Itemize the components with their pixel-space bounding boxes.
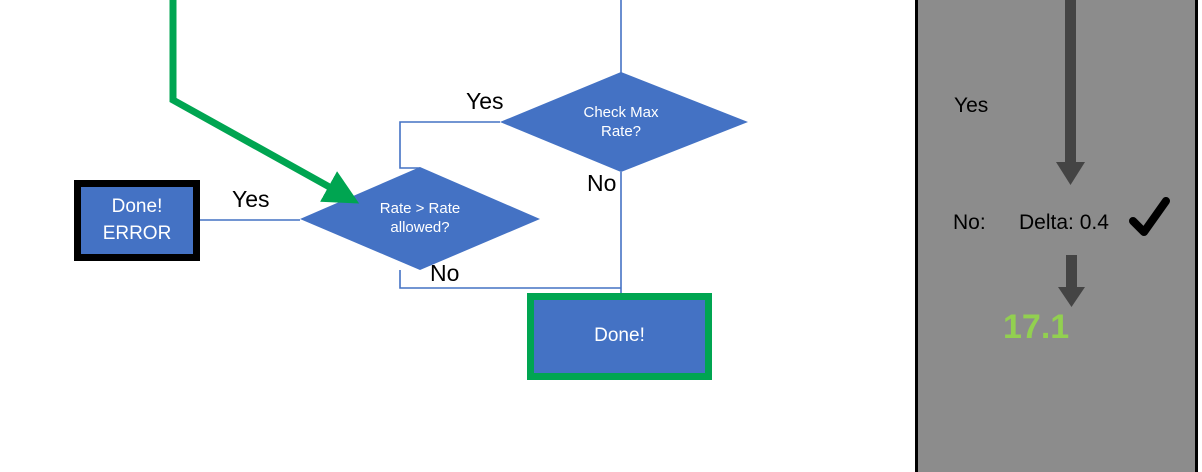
side-panel-arrows [1056,0,1170,307]
edge-label-yes-rate-allowed: Yes [232,186,270,212]
edge-label-yes-check-max-rate: Yes [466,88,504,114]
arrow-short-down [1058,255,1085,307]
panel-result-value: 17.1 [1003,308,1070,346]
connector-yes-check-to-rate [399,121,500,169]
terminal-done-label: Done! [594,325,645,346]
edge-label-no-rate-allowed: No [430,260,460,286]
arrow-long-down [1056,0,1085,185]
decision-check-max-rate[interactable] [500,72,748,172]
terminal-done-error[interactable] [74,180,200,261]
terminal-done[interactable] [527,293,712,380]
edge-label-no-check-max-rate: No [587,170,617,196]
panel-delta-value: Delta: 0.4 [1019,211,1109,234]
highlight-path-green [169,0,360,204]
panel-yes-label: Yes [954,94,989,117]
flowchart-canvas [169,0,748,296]
panel-no-label: No: [953,211,986,234]
connector-no-rate-to-done [399,270,621,289]
decision-rate-greater-than-allowed[interactable] [300,167,540,270]
side-panel: Yes No: Delta: 0.4 17.1 [915,0,1198,472]
terminal-done-error-label: Done! ERROR [102,196,172,244]
check-mark-icon [1129,197,1170,236]
